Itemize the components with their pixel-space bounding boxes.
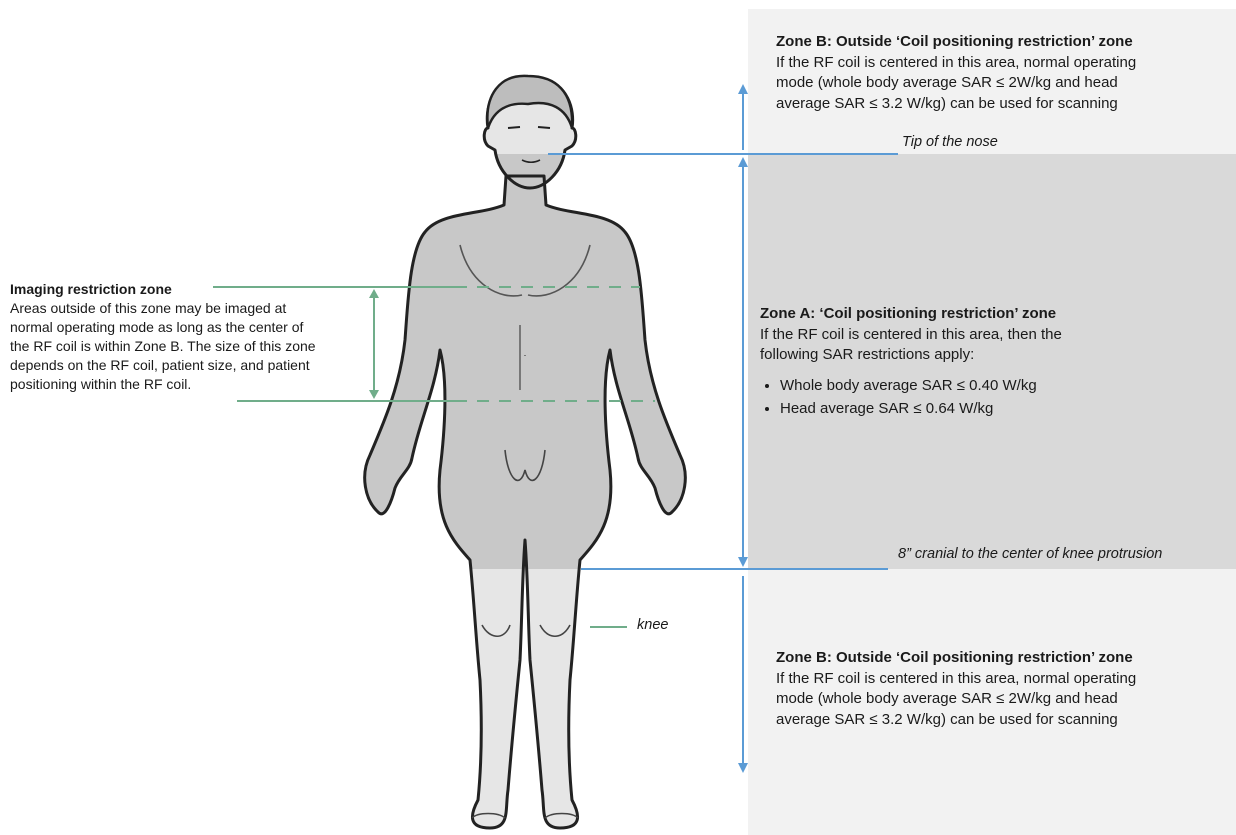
zone-a-bullet: Head average SAR ≤ 0.64 W/kg — [780, 399, 1210, 420]
zone-b-bottom-line2: mode (whole body average SAR ≤ 2W/kg and… — [776, 689, 1226, 710]
zone-b-bottom-title: Zone B: Outside ‘Coil positioning restri… — [776, 648, 1226, 669]
zone-a-line2: following SAR restrictions apply: — [760, 345, 1210, 366]
imaging-zone-line: positioning within the RF coil. — [10, 375, 370, 394]
zone-b-bottom-line1: If the RF coil is centered in this area,… — [776, 669, 1226, 690]
zone-b-top-text: Zone B: Outside ‘Coil positioning restri… — [776, 32, 1226, 114]
zone-b-bottom-line3: average SAR ≤ 3.2 W/kg) can be used for … — [776, 710, 1226, 731]
zone-b-top-line3: average SAR ≤ 3.2 W/kg) can be used for … — [776, 94, 1226, 115]
human-figure — [365, 76, 686, 828]
imaging-zone-line: Areas outside of this zone may be imaged… — [10, 299, 370, 318]
zone-b-top-line2: mode (whole body average SAR ≤ 2W/kg and… — [776, 73, 1226, 94]
zone-b-top-line1: If the RF coil is centered in this area,… — [776, 53, 1226, 74]
imaging-zone-title: Imaging restriction zone — [10, 280, 370, 299]
zone-a-text: Zone A: ‘Coil positioning restriction’ z… — [760, 304, 1210, 423]
zone-a-title: Zone A: ‘Coil positioning restriction’ z… — [760, 304, 1210, 325]
imaging-zone-line: the RF coil is within Zone B. The size o… — [10, 337, 370, 356]
imaging-zone-text: Imaging restriction zone Areas outside o… — [10, 280, 370, 394]
zone-a-bullet: Whole body average SAR ≤ 0.40 W/kg — [780, 376, 1210, 397]
tip-of-nose-label: Tip of the nose — [902, 134, 998, 150]
imaging-zone-line: normal operating mode as long as the cen… — [10, 318, 370, 337]
zone-b-top-title: Zone B: Outside ‘Coil positioning restri… — [776, 32, 1226, 53]
zone-b-bottom-text: Zone B: Outside ‘Coil positioning restri… — [776, 648, 1226, 730]
zone-a-bullets: Whole body average SAR ≤ 0.40 W/kg Head … — [760, 376, 1210, 420]
zone-a-line1: If the RF coil is centered in this area,… — [760, 325, 1210, 346]
imaging-zone-line: depends on the RF coil, patient size, an… — [10, 356, 370, 375]
knee-label: knee — [637, 617, 668, 633]
knee-boundary-label: 8” cranial to the center of knee protrus… — [898, 546, 1162, 562]
